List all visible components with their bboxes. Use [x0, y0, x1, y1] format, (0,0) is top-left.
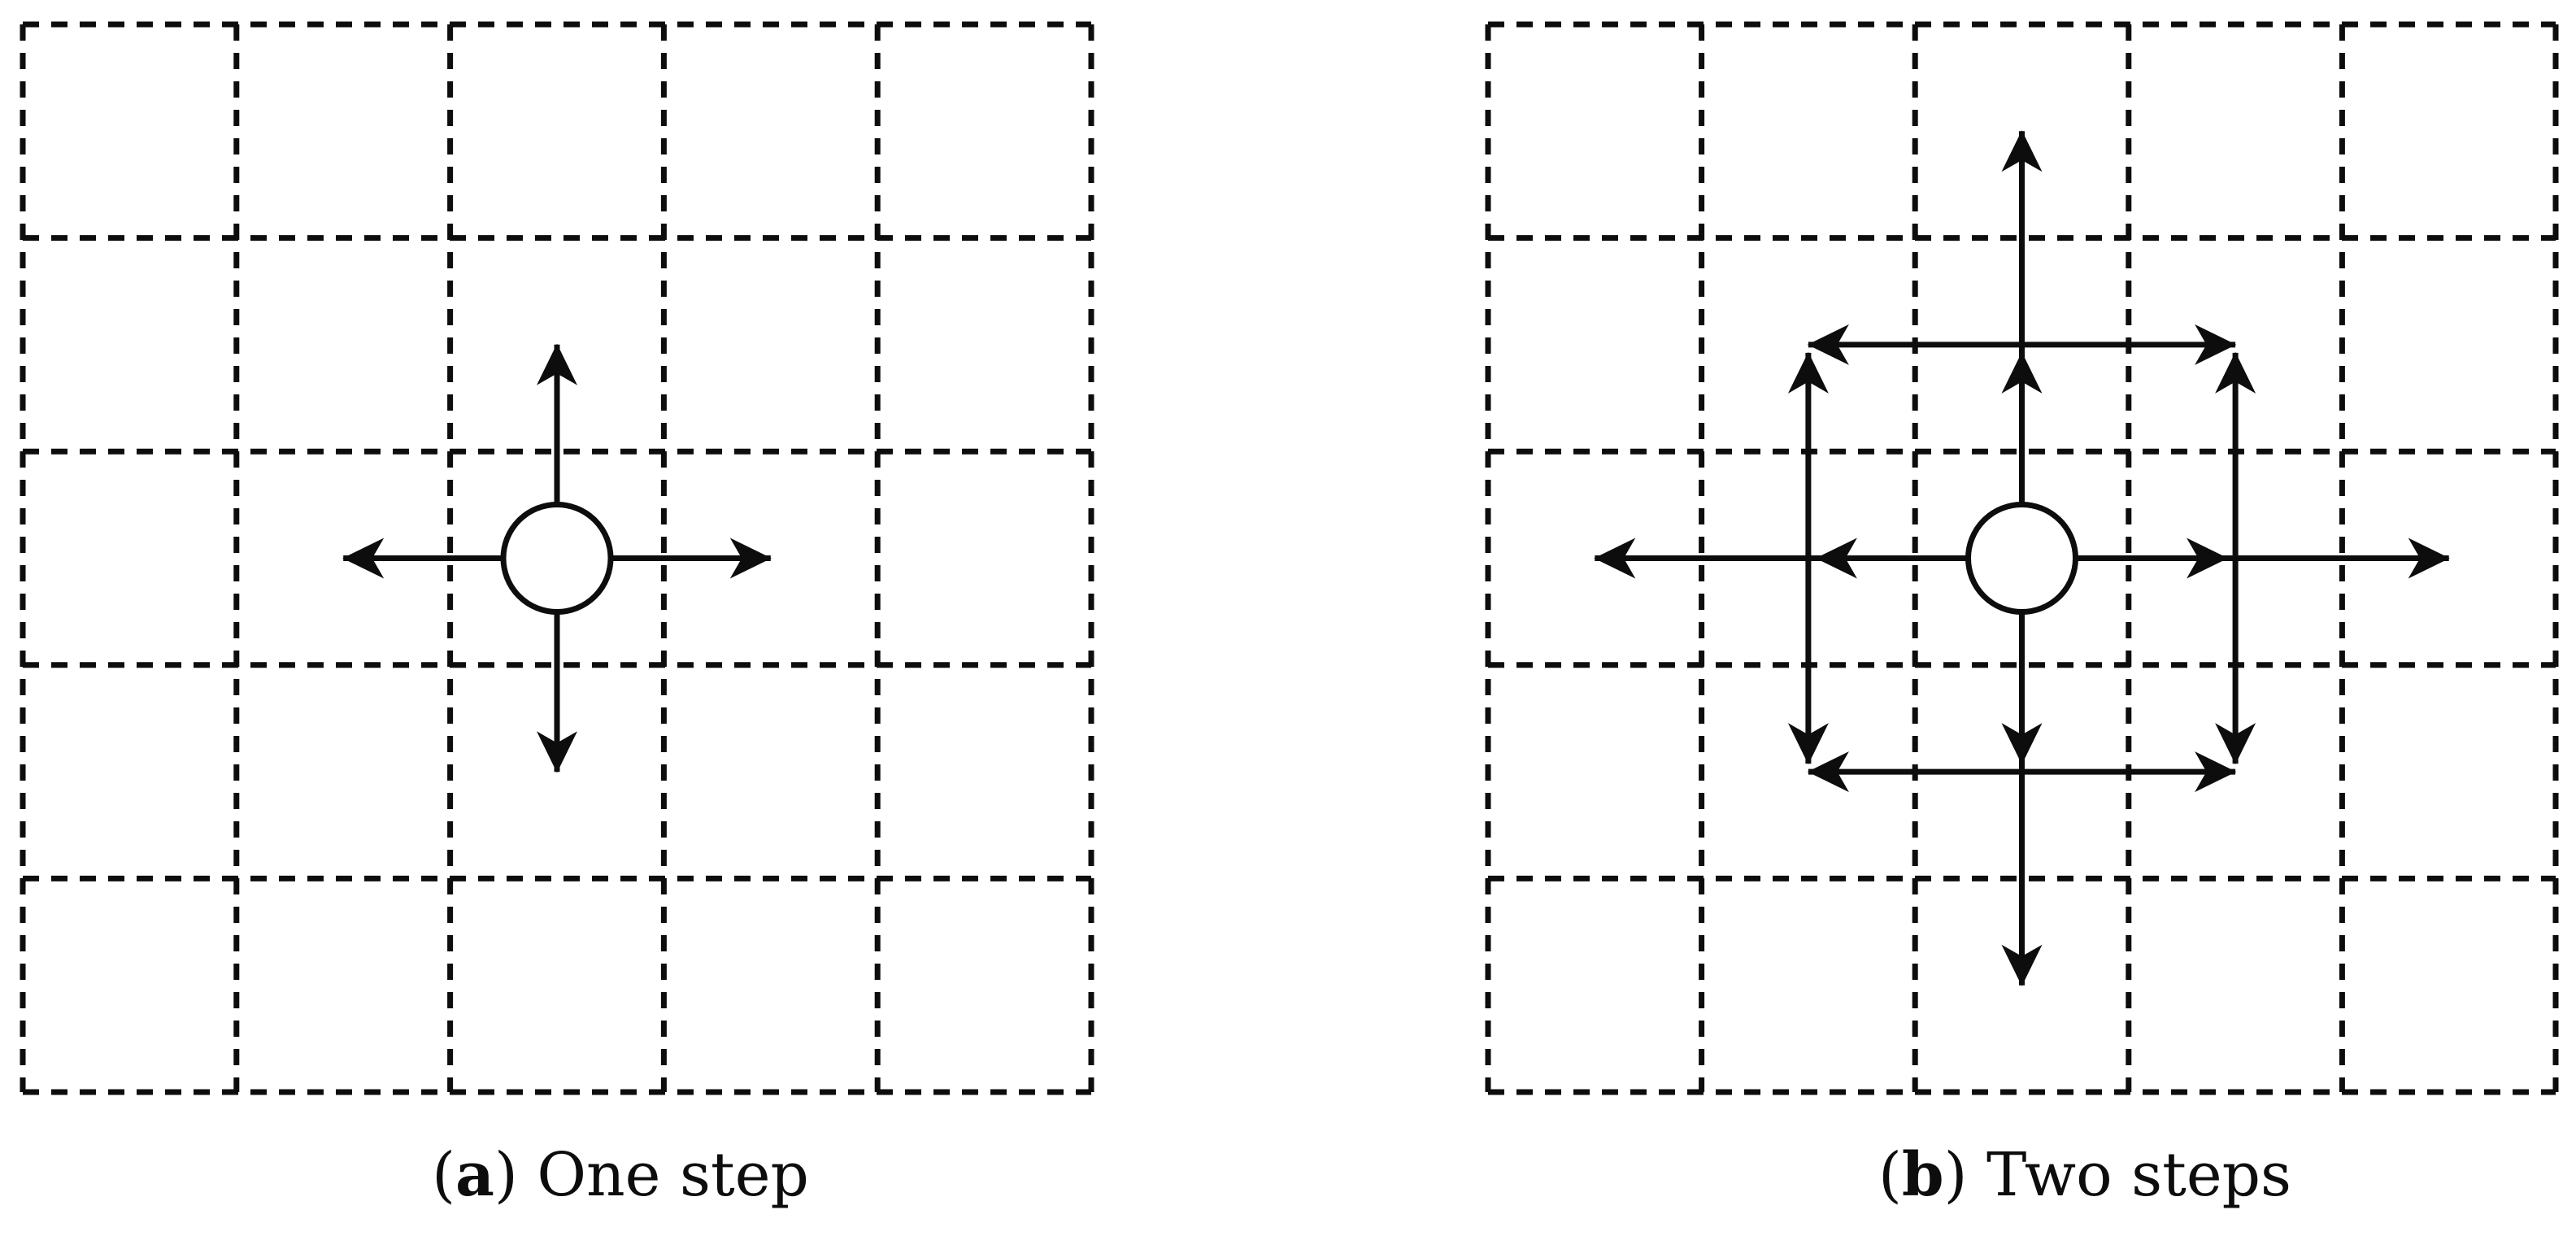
caption-a-open: (: [432, 1140, 455, 1210]
caption-b-open: (: [1878, 1140, 1902, 1210]
agent-circle: [1965, 502, 2078, 615]
caption-panel-a: (a) One step: [432, 1145, 809, 1205]
caption-b-letter: b: [1901, 1140, 1944, 1210]
caption-b-text: ) Two steps: [1943, 1140, 2292, 1210]
caption-a-letter: a: [455, 1140, 494, 1210]
panel-b-two-steps: [1485, 21, 2559, 1095]
caption-a-text: ) One step: [494, 1140, 809, 1210]
panel-a-one-step: [20, 21, 1094, 1095]
agent-circle: [500, 502, 614, 615]
caption-panel-b: (b) Two steps: [1878, 1145, 2291, 1205]
